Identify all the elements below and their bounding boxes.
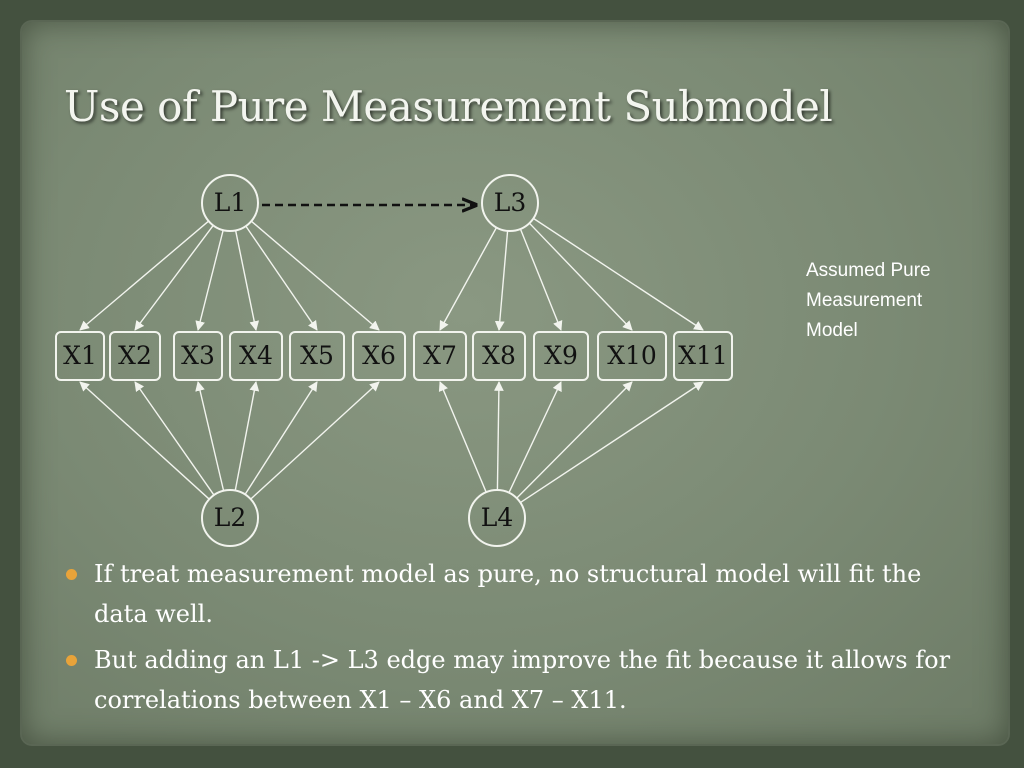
observed-box <box>352 331 406 381</box>
observed-node-x5: X5 <box>289 331 345 381</box>
bullet-text: But adding an L1 -> L3 edge may improve … <box>94 646 951 714</box>
observed-node-x11: X11 <box>673 331 733 381</box>
model-note-line: Measurement <box>806 290 923 311</box>
latent-circle <box>201 174 259 232</box>
edge-l4-x8 <box>493 381 504 491</box>
observed-label: X5 <box>300 341 334 370</box>
observed-label: X3 <box>181 341 215 370</box>
slide-title: Use of Pure Measurement Submodel <box>64 82 833 131</box>
observed-node-x2: X2 <box>109 331 161 381</box>
observed-node-x3: X3 <box>173 331 223 381</box>
edge-l4-x10 <box>516 381 633 499</box>
edge-l1-x2 <box>134 225 214 331</box>
edge-l1-x5 <box>245 225 318 331</box>
model-note: Assumed Pure Measurement Model <box>806 256 996 346</box>
edge-l2-x5 <box>244 381 318 495</box>
latent-label: L4 <box>481 503 514 532</box>
latent-node-l4: L4 <box>468 489 526 547</box>
edge-l1-x1 <box>79 220 210 331</box>
observed-label: X4 <box>239 341 273 370</box>
edge-l4-x9 <box>508 381 562 493</box>
observed-node-x1: X1 <box>55 331 105 381</box>
observed-label: X9 <box>544 341 578 370</box>
observed-box <box>229 331 283 381</box>
observed-node-x8: X8 <box>472 331 526 381</box>
edge-l1-x3 <box>195 229 224 331</box>
observed-box <box>289 331 345 381</box>
bullet-item: If treat measurement model as pure, no s… <box>62 554 962 634</box>
bullet-dot-icon <box>66 569 77 580</box>
observed-box <box>173 331 223 381</box>
observed-label: X2 <box>118 341 152 370</box>
latent-circle <box>201 489 259 547</box>
latent-label: L2 <box>214 503 247 532</box>
observed-label: X7 <box>423 341 457 370</box>
latent-label: L1 <box>214 188 247 217</box>
edge-l2-x6 <box>250 381 380 500</box>
observed-label: X10 <box>607 341 657 370</box>
bullet-text: If treat measurement model as pure, no s… <box>94 560 922 628</box>
latent-circle <box>468 489 526 547</box>
observed-box <box>55 331 105 381</box>
edge-l1-x6 <box>250 220 380 331</box>
latent-label: L3 <box>494 188 527 217</box>
observed-node-x6: X6 <box>352 331 406 381</box>
edge-l3-x10 <box>528 222 633 331</box>
edge-l1-x4 <box>234 230 260 331</box>
observed-label: X6 <box>362 341 396 370</box>
observed-box <box>472 331 526 381</box>
edge-l2-x2 <box>134 381 215 496</box>
model-note-line: Model <box>806 320 858 341</box>
latent-node-l3: L3 <box>481 174 539 232</box>
bullet-item: But adding an L1 -> L3 edge may improve … <box>62 640 962 720</box>
edge-l2-x1 <box>79 381 210 500</box>
slide-background <box>22 22 1008 744</box>
edge-l3-x11 <box>533 217 704 331</box>
edge-l3-x9 <box>519 228 563 331</box>
observed-node-x7: X7 <box>413 331 467 381</box>
edge-l2-x3 <box>195 381 225 491</box>
bullet-list: If treat measurement model as pure, no s… <box>62 554 962 726</box>
latent-circle <box>481 174 539 232</box>
latent-node-l2: L2 <box>201 489 259 547</box>
edge-l2-x4 <box>234 381 260 491</box>
edges-layer <box>79 205 704 504</box>
observed-box <box>597 331 667 381</box>
observed-label: X11 <box>678 341 728 370</box>
model-note-line: Assumed Pure <box>806 260 931 281</box>
observed-node-x4: X4 <box>229 331 283 381</box>
edge-l4-x7 <box>438 381 487 493</box>
observed-box <box>533 331 589 381</box>
observed-label: X8 <box>482 341 516 370</box>
observed-box <box>413 331 467 381</box>
observed-label: X1 <box>63 341 97 370</box>
latent-node-l1: L1 <box>201 174 259 232</box>
observed-box <box>109 331 161 381</box>
edge-l4-x11 <box>519 381 704 504</box>
observed-node-x9: X9 <box>533 331 589 381</box>
bullet-dot-icon <box>66 655 77 666</box>
edge-l3-x8 <box>494 230 509 331</box>
observed-node-x10: X10 <box>597 331 667 381</box>
edge-l3-x7 <box>439 227 498 331</box>
observed-box <box>673 331 733 381</box>
